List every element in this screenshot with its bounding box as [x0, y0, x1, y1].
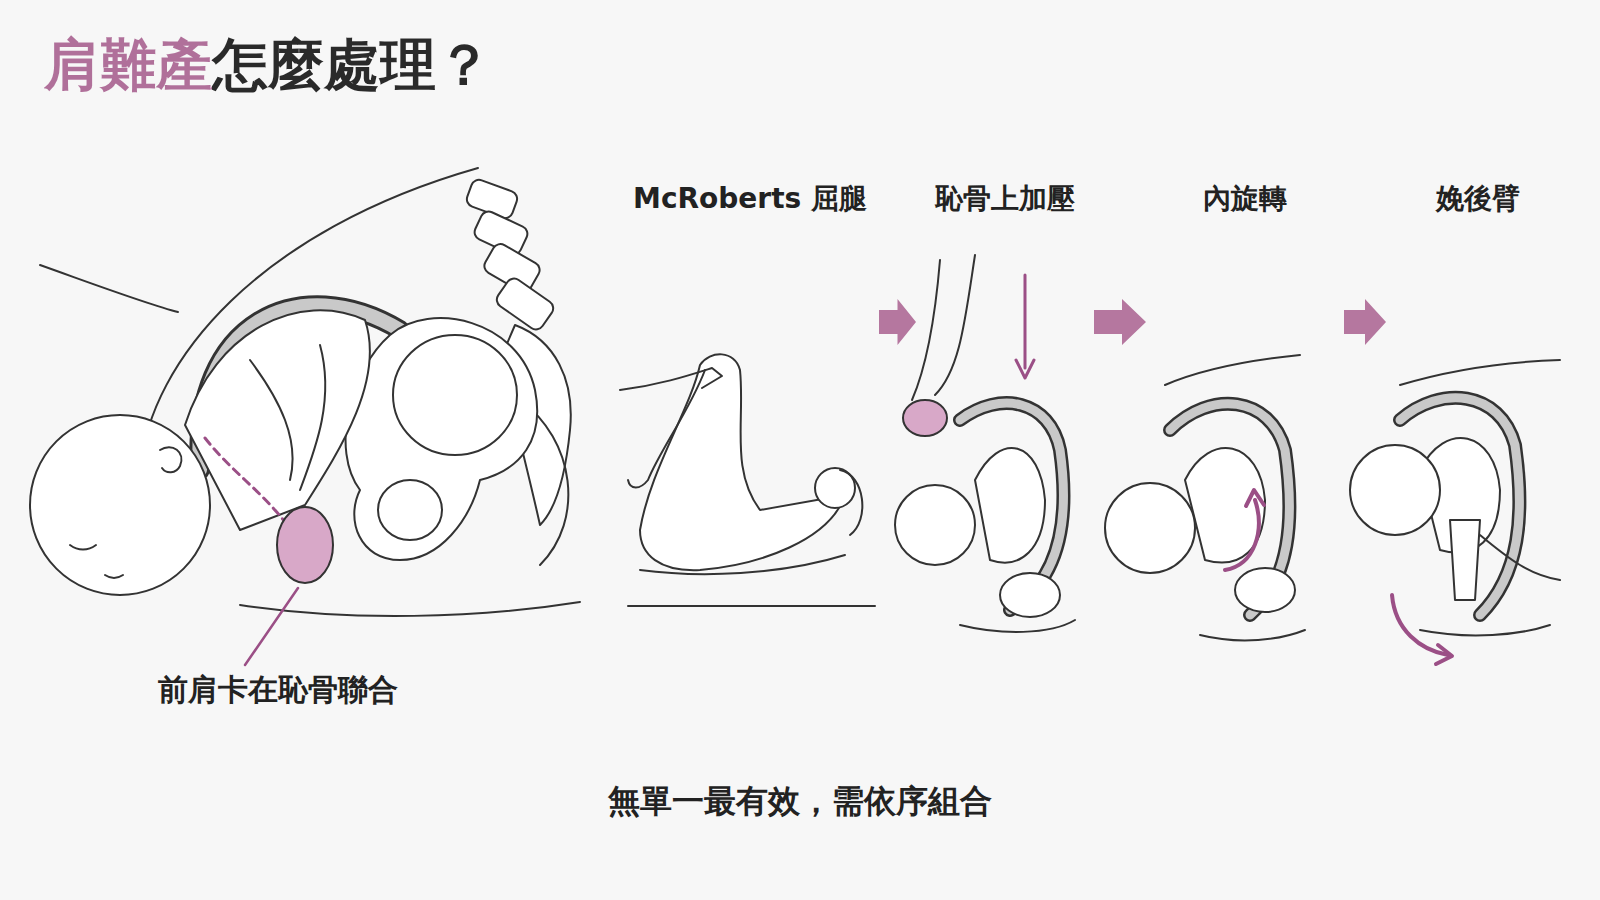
- caption: 無單一最有效，需依序組合: [0, 780, 1600, 824]
- callout-label: 前肩卡在恥骨聯合: [158, 670, 398, 711]
- step-arrow: [1094, 299, 1146, 345]
- step-panel: 娩後臂: [1390, 182, 1565, 632]
- step-heading: McRoberts 屈腿: [625, 182, 875, 216]
- step-heading: 恥骨上加壓: [920, 182, 1090, 216]
- title: 肩難產怎麼處理？: [44, 28, 492, 104]
- step-arrow: [1344, 299, 1386, 345]
- step-heading: 內旋轉: [1150, 182, 1340, 216]
- step-panel: McRoberts 屈腿: [625, 182, 875, 632]
- step-panel: 內旋轉: [1150, 182, 1340, 632]
- step-panel: 恥骨上加壓: [920, 182, 1090, 632]
- step-arrow: [879, 299, 916, 345]
- step-heading: 娩後臂: [1390, 182, 1565, 216]
